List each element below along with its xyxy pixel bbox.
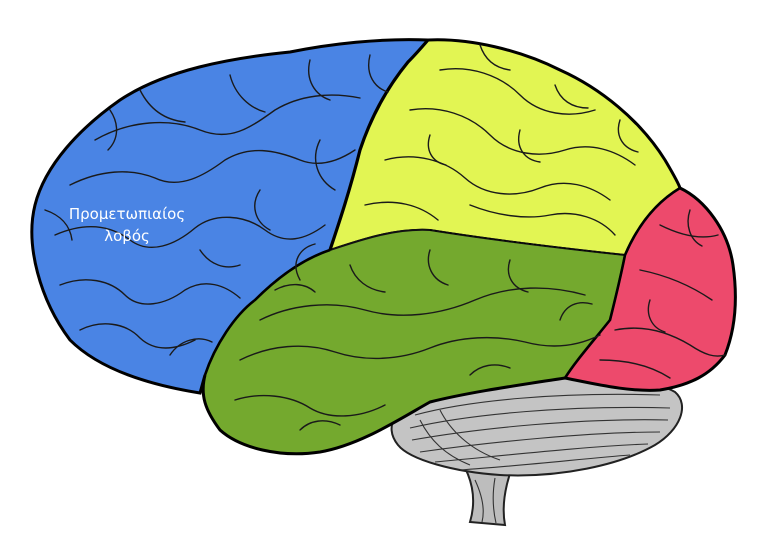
- central-sulcus: [328, 38, 430, 251]
- parietal-gyri: [364, 44, 639, 236]
- occipital-gyri: [599, 209, 726, 379]
- frontal-lobe-label-line2: λοβός: [104, 227, 150, 245]
- frontal-lobe-label-line1: Προμετωπιαίος: [68, 205, 186, 223]
- frontal-lobe-label: Προμετωπιαίος λοβός: [37, 203, 217, 247]
- cerebellum-folia: [409, 393, 671, 471]
- frontal-gyri: [44, 54, 389, 356]
- brain-outline: [30, 38, 737, 456]
- lateral-sulcus: [203, 248, 331, 376]
- brainstem-lines: [474, 477, 497, 524]
- temporal-gyri: [234, 249, 601, 431]
- parieto-occipital-boundary: [563, 186, 681, 379]
